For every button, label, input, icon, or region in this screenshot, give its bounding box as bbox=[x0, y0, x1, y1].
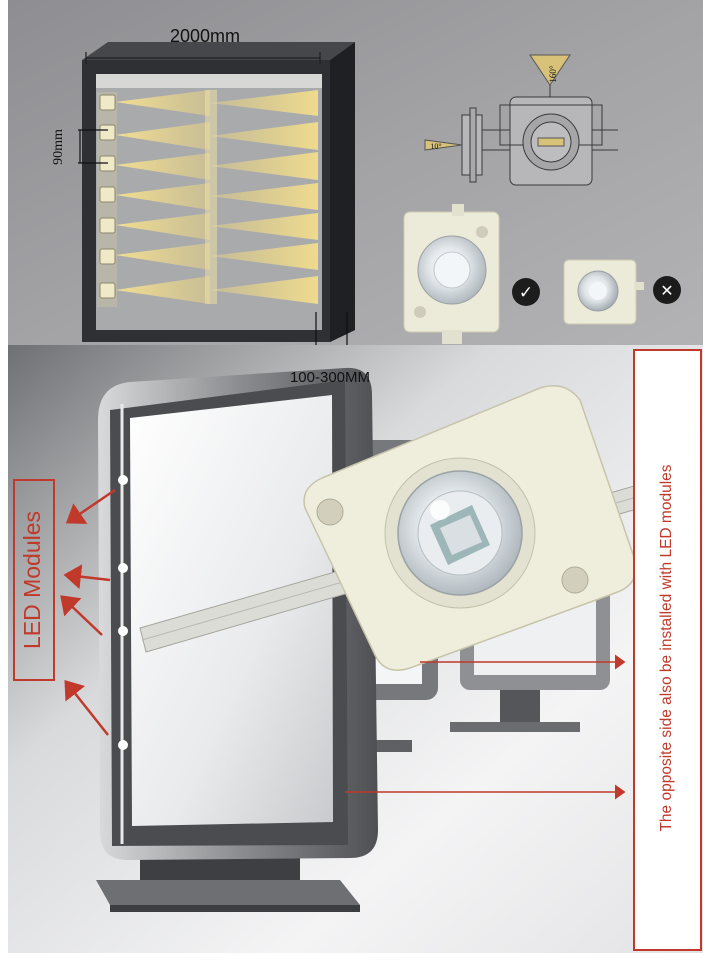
approved-check-mark: ✓ bbox=[519, 283, 533, 303]
led-modules-callout-box bbox=[13, 479, 55, 681]
led-module-closeup bbox=[303, 385, 637, 671]
side-angle-label: 10° bbox=[430, 142, 441, 151]
rejected-cross-icon bbox=[653, 276, 681, 304]
led-callout-arrows bbox=[60, 488, 116, 736]
opposite-side-note: The opposite side also be installed with… bbox=[658, 464, 675, 831]
led-light-beams bbox=[115, 90, 318, 304]
width-label: 2000mm bbox=[170, 26, 240, 46]
rejected-cross-mark: ✕ bbox=[660, 281, 673, 300]
width-dimension bbox=[85, 52, 321, 64]
led-module-column bbox=[97, 92, 117, 307]
led-modules-label: LED Modules bbox=[19, 511, 45, 649]
depth-label: 100-300MM bbox=[290, 369, 370, 386]
frame-led-dots bbox=[118, 475, 128, 750]
recommended-module-photo bbox=[403, 204, 500, 344]
beam-angle-label: 160° bbox=[548, 65, 558, 83]
opposite-side-arrows bbox=[345, 654, 626, 800]
not-recommended-module-photo bbox=[563, 259, 644, 325]
opposite-side-callout-box bbox=[633, 349, 702, 951]
lightbox-cross-section bbox=[82, 42, 355, 342]
module-technical-drawing bbox=[424, 54, 618, 186]
spacing-dimension bbox=[78, 129, 108, 164]
approved-check-icon bbox=[512, 278, 540, 306]
main-lightbox bbox=[96, 367, 378, 912]
spacing-label: 90mm bbox=[51, 129, 66, 165]
